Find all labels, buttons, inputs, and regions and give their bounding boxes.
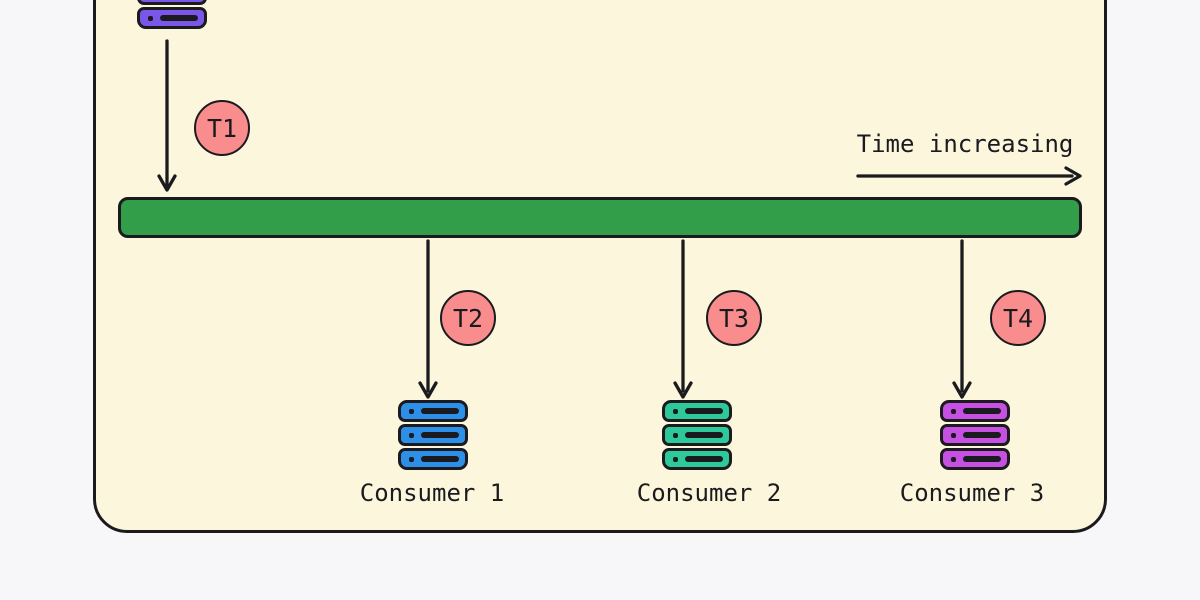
time-increasing-label: Time increasing (856, 130, 1074, 158)
server-row (940, 448, 1010, 470)
server-slot (685, 408, 723, 414)
event-badge-t2: T2 (440, 290, 496, 346)
server-led (673, 432, 678, 438)
server-led (409, 456, 414, 462)
consumer-2-server-icon (662, 400, 732, 470)
server-slot (421, 408, 459, 414)
consumer-2-label: Consumer 2 (636, 479, 782, 507)
producer-server-icon (137, 0, 207, 29)
server-row (940, 424, 1010, 446)
server-row (398, 400, 468, 422)
server-led (673, 456, 678, 462)
server-row (137, 7, 207, 29)
server-slot (963, 432, 1001, 438)
consumer-3-server-icon (940, 400, 1010, 470)
server-row (940, 400, 1010, 422)
server-slot (963, 456, 1001, 462)
consumer-1-server-icon (398, 400, 468, 470)
consumer-1-label: Consumer 1 (359, 479, 505, 507)
topic-timeline-bar (118, 197, 1082, 238)
diagram-panel (93, 0, 1107, 533)
server-row (662, 424, 732, 446)
server-led (409, 408, 414, 414)
server-slot (685, 456, 723, 462)
server-row (137, 0, 207, 5)
event-badge-t4: T4 (990, 290, 1046, 346)
event-badge-t3: T3 (706, 290, 762, 346)
server-slot (685, 432, 723, 438)
server-slot (421, 432, 459, 438)
server-led (951, 456, 956, 462)
server-led (409, 432, 414, 438)
server-row (398, 448, 468, 470)
server-row (662, 400, 732, 422)
server-led (951, 432, 956, 438)
server-slot (963, 408, 1001, 414)
server-led (148, 15, 153, 21)
consumer-3-label: Consumer 3 (899, 479, 1045, 507)
event-badge-t1: T1 (194, 100, 250, 156)
server-slot (421, 456, 459, 462)
server-led (673, 408, 678, 414)
server-slot (160, 15, 198, 21)
server-row (398, 424, 468, 446)
server-row (662, 448, 732, 470)
server-led (951, 408, 956, 414)
